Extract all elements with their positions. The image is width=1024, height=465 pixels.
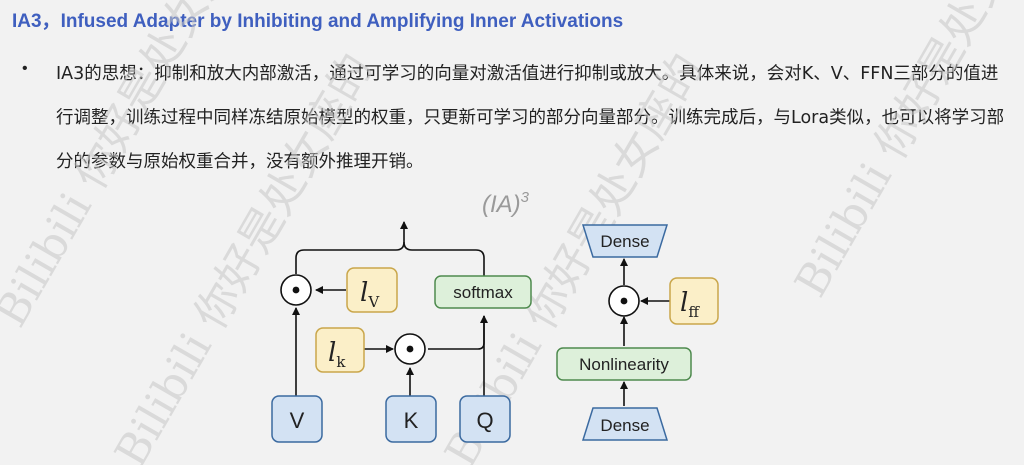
svg-text:lff: lff	[680, 288, 700, 321]
svg-text:K: K	[404, 408, 419, 433]
description-paragraph: IA3的思想：抑制和放大内部激活，通过可学习的向量对激活值进行抑制或放大。具体来…	[56, 64, 1005, 172]
svg-text:Bilibili 你好是处女座的: Bilibili 你好是处女座的	[785, 0, 1024, 306]
svg-text:Q: Q	[476, 408, 493, 433]
input-v-box: V	[271, 395, 323, 443]
softmax-box: softmax	[434, 275, 532, 309]
learned-vector-lv: lV	[346, 267, 398, 313]
elementwise-product-k	[394, 333, 426, 365]
bullet-marker: •	[22, 60, 28, 77]
elementwise-product-v	[280, 274, 312, 306]
ffn-diagram: Dense lff Nonlinearity Dense	[556, 224, 719, 441]
svg-text:Dense: Dense	[600, 232, 649, 251]
svg-text:Nonlinearity: Nonlinearity	[579, 355, 669, 374]
attention-diagram: lV lk softmax V K Q	[271, 221, 532, 443]
learned-vector-lff: lff	[669, 277, 719, 325]
nonlinearity-box: Nonlinearity	[556, 347, 692, 381]
svg-text:lk: lk	[328, 338, 346, 371]
input-q-box: Q	[459, 395, 511, 443]
page-title: IA3，Infused Adapter by Inhibiting and Am…	[12, 11, 624, 32]
elementwise-product-ff	[608, 285, 640, 317]
dense-bottom-box: Dense	[581, 407, 669, 441]
learned-vector-lk: lk	[315, 327, 365, 373]
svg-text:lV: lV	[360, 278, 380, 311]
svg-text:V: V	[290, 408, 305, 433]
input-k-box: K	[385, 395, 437, 443]
svg-text:Dense: Dense	[600, 416, 649, 435]
diagram-title: (IA)3	[482, 189, 530, 218]
svg-text:softmax: softmax	[453, 283, 513, 302]
dense-top-box: Dense	[581, 224, 669, 258]
